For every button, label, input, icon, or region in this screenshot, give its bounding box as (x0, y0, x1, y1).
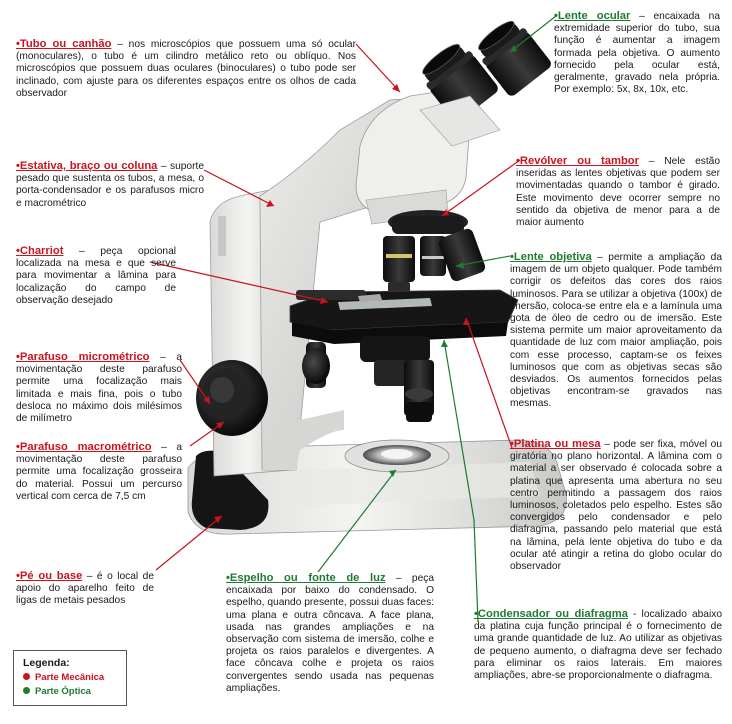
label-ocular-text: – encaixada na extremidade superior do t… (554, 11, 720, 95)
legend-dot-mechanical (23, 673, 30, 680)
arrow-tubo (356, 44, 400, 92)
arrow-pe (156, 516, 222, 570)
label-revolver-title: •Revólver ou tambor (516, 155, 639, 167)
stage-controls-shape (302, 336, 434, 422)
legend-row-optical: Parte Óptica (23, 686, 91, 697)
label-micrometrico-title: •Parafuso micrométrico (16, 351, 150, 363)
label-revolver: •Revólver ou tambor – Nele estão inserid… (516, 155, 720, 229)
label-platina-text: – pode ser fixa, móvel ou giratória no p… (510, 439, 722, 572)
label-estativa-title: •Estativa, braço ou coluna (16, 160, 157, 172)
legend-label-mechanical: Parte Mecânica (35, 672, 104, 683)
label-pe-title: •Pé ou base (16, 570, 82, 582)
legend-box: Legenda: Parte Mecânica Parte Óptica (13, 650, 127, 706)
label-macrometrico: •Parafuso macrométrico – a movimentação … (16, 441, 182, 503)
light-source-shape (345, 440, 449, 472)
nosepiece-shape (383, 210, 487, 294)
label-espelho-text: – peça encaixada por baixo do condensado… (226, 573, 434, 694)
label-tubo-title: •Tubo ou canhão (16, 38, 111, 50)
label-platina-title: •Platina ou mesa (510, 438, 601, 450)
label-objetiva-title: •Lente objetiva (510, 251, 592, 263)
label-charriot: •Charriot – peça opcional localizada na … (16, 245, 176, 307)
legend-label-optical: Parte Óptica (35, 686, 91, 697)
label-charriot-title: •Charriot (16, 245, 63, 257)
label-ocular-title: •Lente ocular (554, 10, 630, 22)
label-ocular: •Lente ocular – encaixada na extremidade… (554, 10, 720, 96)
label-objetiva-text: – permite a ampliação da imagem de um ob… (510, 252, 722, 409)
label-estativa: •Estativa, braço ou coluna – suporte pes… (16, 160, 204, 210)
label-condensador: •Condensador ou diafragma - localizado a… (474, 608, 722, 682)
legend-title: Legenda: (23, 657, 70, 669)
label-objetiva: •Lente objetiva – permite a ampliação da… (510, 251, 722, 411)
label-macrometrico-title: •Parafuso macrométrico (16, 441, 152, 453)
arrow-platina (466, 318, 512, 448)
label-condensador-title: •Condensador ou diafragma (474, 608, 628, 620)
label-micrometrico: •Parafuso micrométrico – a movimentação … (16, 351, 182, 425)
label-espelho-title: •Espelho ou fonte de luz (226, 572, 386, 584)
label-tubo: •Tubo ou canhão – nos microscópios que p… (16, 38, 356, 100)
column-detail (218, 216, 226, 256)
legend-row-mechanical: Parte Mecânica (23, 672, 104, 683)
label-platina: •Platina ou mesa – pode ser fixa, móvel … (510, 438, 722, 573)
label-espelho: •Espelho ou fonte de luz – peça encaixad… (226, 572, 434, 695)
legend-dot-optical (23, 687, 30, 694)
stage-shape (290, 290, 518, 344)
label-pe: •Pé ou base – é o local de apoio do apar… (16, 570, 154, 608)
